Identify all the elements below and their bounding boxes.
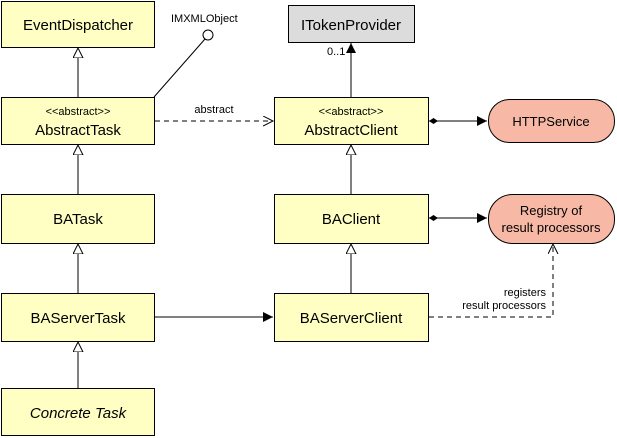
stereotype-label: <<abstract>> bbox=[46, 106, 111, 118]
interface-name: ITokenProvider bbox=[301, 17, 401, 34]
interface-box bbox=[288, 5, 415, 43]
class-ba-server-task[interactable]: BAServerTask bbox=[1, 293, 155, 342]
service-name: HTTPService bbox=[512, 114, 589, 129]
class-box bbox=[1, 388, 155, 436]
class-abstract-client[interactable]: <<abstract>> AbstractClient bbox=[274, 97, 429, 145]
edges bbox=[78, 29, 553, 388]
class-event-dispatcher[interactable]: EventDispatcher bbox=[1, 1, 155, 48]
class-name: BAClient bbox=[322, 211, 381, 228]
class-concrete-task[interactable]: Concrete Task bbox=[1, 388, 155, 436]
class-ba-server-client[interactable]: BAServerClient bbox=[274, 293, 429, 342]
service-http[interactable]: HTTPService bbox=[488, 99, 615, 143]
service-box bbox=[488, 194, 615, 244]
edge-abstracttask-to-imxmlobject bbox=[153, 38, 206, 98]
class-name: BAServerTask bbox=[30, 310, 126, 327]
class-box bbox=[1, 293, 155, 342]
imxmlobject-lollipop-icon bbox=[202, 29, 214, 41]
class-abstract-task[interactable]: <<abstract>> AbstractTask bbox=[1, 97, 155, 145]
class-name: BATask bbox=[53, 211, 103, 228]
class-name: Concrete Task bbox=[30, 405, 128, 422]
class-box bbox=[1, 194, 155, 244]
class-name: BAServerClient bbox=[300, 310, 403, 327]
class-box bbox=[1, 97, 155, 145]
stereotype-label: <<abstract>> bbox=[319, 106, 384, 118]
class-ba-client[interactable]: BAClient bbox=[274, 194, 429, 244]
class-box bbox=[1, 1, 155, 48]
interface-itoken-provider[interactable]: ITokenProvider bbox=[288, 5, 415, 43]
registers-label-line1: registers bbox=[504, 287, 547, 299]
class-name: AbstractTask bbox=[35, 122, 121, 139]
registers-label-line2: result processors bbox=[462, 300, 546, 312]
edge-baserverclient-to-registry bbox=[429, 244, 553, 318]
service-name-line2: result processors bbox=[502, 220, 601, 235]
service-box bbox=[488, 99, 615, 143]
class-box bbox=[274, 97, 429, 145]
class-ba-task[interactable]: BATask bbox=[1, 194, 155, 244]
imxmlobject-label: IMXMLObject bbox=[171, 13, 238, 25]
abstract-edge-label: abstract bbox=[194, 104, 233, 116]
class-box bbox=[274, 194, 429, 244]
multiplicity-label: 0..1 bbox=[327, 46, 345, 58]
class-name: AbstractClient bbox=[304, 122, 398, 139]
class-name: EventDispatcher bbox=[23, 17, 133, 34]
service-registry[interactable]: Registry of result processors bbox=[488, 194, 615, 244]
service-name-line1: Registry of bbox=[520, 203, 583, 218]
class-box bbox=[274, 293, 429, 342]
